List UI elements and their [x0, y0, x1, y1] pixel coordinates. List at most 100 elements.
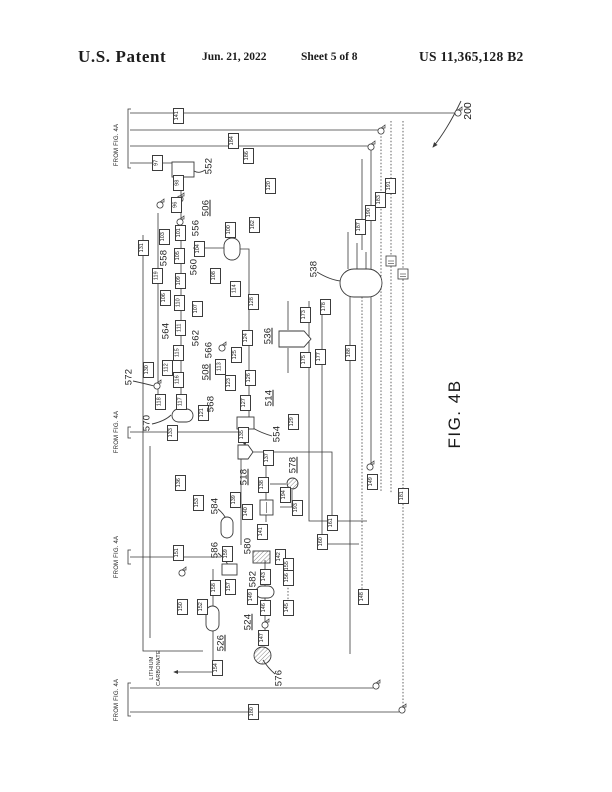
stream-number-box: 149: [366, 474, 378, 490]
stream-number: 153: [194, 498, 201, 508]
stream-number-box: 180: [247, 704, 259, 720]
valve-flag-icon: [367, 140, 376, 151]
flow-line: [240, 248, 250, 428]
equipment-hatched-box: [252, 550, 271, 564]
stream-number: 97: [153, 159, 160, 167]
stream-number-box: 173: [299, 307, 311, 323]
valve-flag-icon: [377, 124, 386, 135]
stream-number: 106: [161, 293, 168, 303]
stream-number: 141: [258, 527, 265, 537]
stream-number: 114: [231, 284, 238, 294]
stream-number: 173: [301, 310, 308, 320]
instrument-box: [397, 268, 409, 280]
stream-number: 130: [144, 365, 151, 375]
stream-number: 104: [195, 244, 202, 254]
stream-number-box: 117: [175, 394, 187, 410]
unit-reference-numeral: 506: [200, 199, 212, 217]
stream-number: 187: [356, 222, 363, 232]
stream-number: 108: [211, 271, 218, 281]
stream-number-box: 157: [224, 579, 236, 595]
stream-number: 140: [243, 507, 250, 517]
vessel-drum: [339, 268, 383, 298]
stream-number: 131: [139, 243, 146, 253]
sheet-header: U.S. Patent Jun. 21, 2022 Sheet 5 of 8 U…: [0, 47, 612, 71]
stream-number: 159: [223, 549, 230, 559]
stream-number-box: 153: [192, 495, 204, 511]
stream-number-box: 110: [173, 295, 185, 311]
component-reference-numeral: 552: [203, 157, 215, 175]
patent-header-title: U.S. Patent: [78, 47, 167, 66]
stream-number-box: 181: [397, 488, 409, 504]
stream-number: 120: [266, 181, 273, 191]
figure-label: FIG. 4B: [445, 379, 464, 449]
valve-flag-icon: [261, 618, 270, 629]
leader-line: [432, 100, 462, 148]
stream-number: 177: [316, 352, 323, 362]
stream-number: 110: [175, 298, 182, 308]
sheet-number: Sheet 5 of 8: [301, 51, 358, 63]
stream-number: 175: [301, 355, 308, 365]
valve-flag: [180, 566, 187, 571]
stream-number-box: 112: [161, 360, 173, 376]
valve-flag: [155, 379, 162, 384]
stream-number-box: 105: [173, 248, 185, 264]
unit-reference-numeral: 526: [215, 634, 227, 652]
valve-flag-icon: [454, 106, 463, 117]
stream-number-box: 141: [256, 524, 268, 540]
valve-flag-icon: [156, 198, 165, 209]
stream-number-box: 142: [274, 549, 286, 565]
stream-number-box: 178: [319, 299, 331, 315]
stream-number-box: 103: [158, 229, 170, 245]
valve-flag-icon: [218, 341, 227, 352]
valve-flag: [178, 215, 185, 220]
valve-flag: [263, 618, 270, 623]
stream-number-box: 191: [384, 178, 396, 194]
valve-flag-icon: [398, 703, 407, 714]
stream-number-box: 186: [242, 148, 254, 164]
unit-reference-numeral: 578: [287, 456, 299, 474]
from-fig-4a-label: FROM FIG. 4A: [114, 678, 120, 722]
component-reference-numeral: 580: [242, 537, 254, 555]
stream-number: 186: [244, 151, 251, 161]
component-reference-numeral: 568: [205, 395, 217, 413]
flow-line: [127, 682, 131, 717]
valve-flag-icon: [178, 566, 187, 577]
stream-number: 112: [163, 363, 170, 373]
stream-number: 116: [174, 375, 181, 385]
valve-flag: [379, 124, 386, 129]
valve-flag: [368, 460, 375, 465]
stream-number: 139: [231, 495, 238, 505]
stream-number-box: 175: [299, 352, 311, 368]
stream-number-box: 104: [193, 241, 205, 257]
stream-number-box: 119: [151, 268, 163, 284]
stream-number-box: 141: [172, 108, 184, 124]
stream-number-box: 156: [282, 570, 294, 586]
patent-number: US 11,365,128 B2: [419, 49, 524, 64]
stream-number-box: 154: [211, 660, 223, 676]
stream-number-box: 149: [246, 589, 258, 605]
stream-number: 148: [359, 592, 366, 602]
unit-reference-numeral: 518: [238, 468, 250, 486]
leader-line: [151, 414, 172, 425]
stream-number-box: 177: [314, 349, 326, 365]
stream-number-box: 121: [197, 405, 209, 421]
stream-number: 143: [261, 572, 268, 582]
stream-number-box: 106: [159, 290, 171, 306]
stream-number-box: 137: [262, 450, 274, 466]
stream-number: 111: [176, 323, 183, 333]
component-reference-numeral: 562: [190, 329, 202, 347]
stream-number-box: 113: [214, 359, 226, 375]
component-reference-numeral: 556: [190, 219, 202, 237]
stream-number: 113: [216, 362, 223, 372]
stream-number-box: 98: [172, 175, 184, 191]
stream-number-box: 96: [170, 197, 182, 213]
valve-flag-icon: [372, 679, 381, 690]
stream-number-box: 111: [174, 320, 186, 336]
component-reference-numeral: 570: [141, 414, 153, 432]
leader-line: [132, 380, 155, 387]
stream-number: 147: [259, 633, 266, 643]
stream-number-box: 131: [137, 240, 149, 256]
stream-number: 158: [211, 583, 218, 593]
